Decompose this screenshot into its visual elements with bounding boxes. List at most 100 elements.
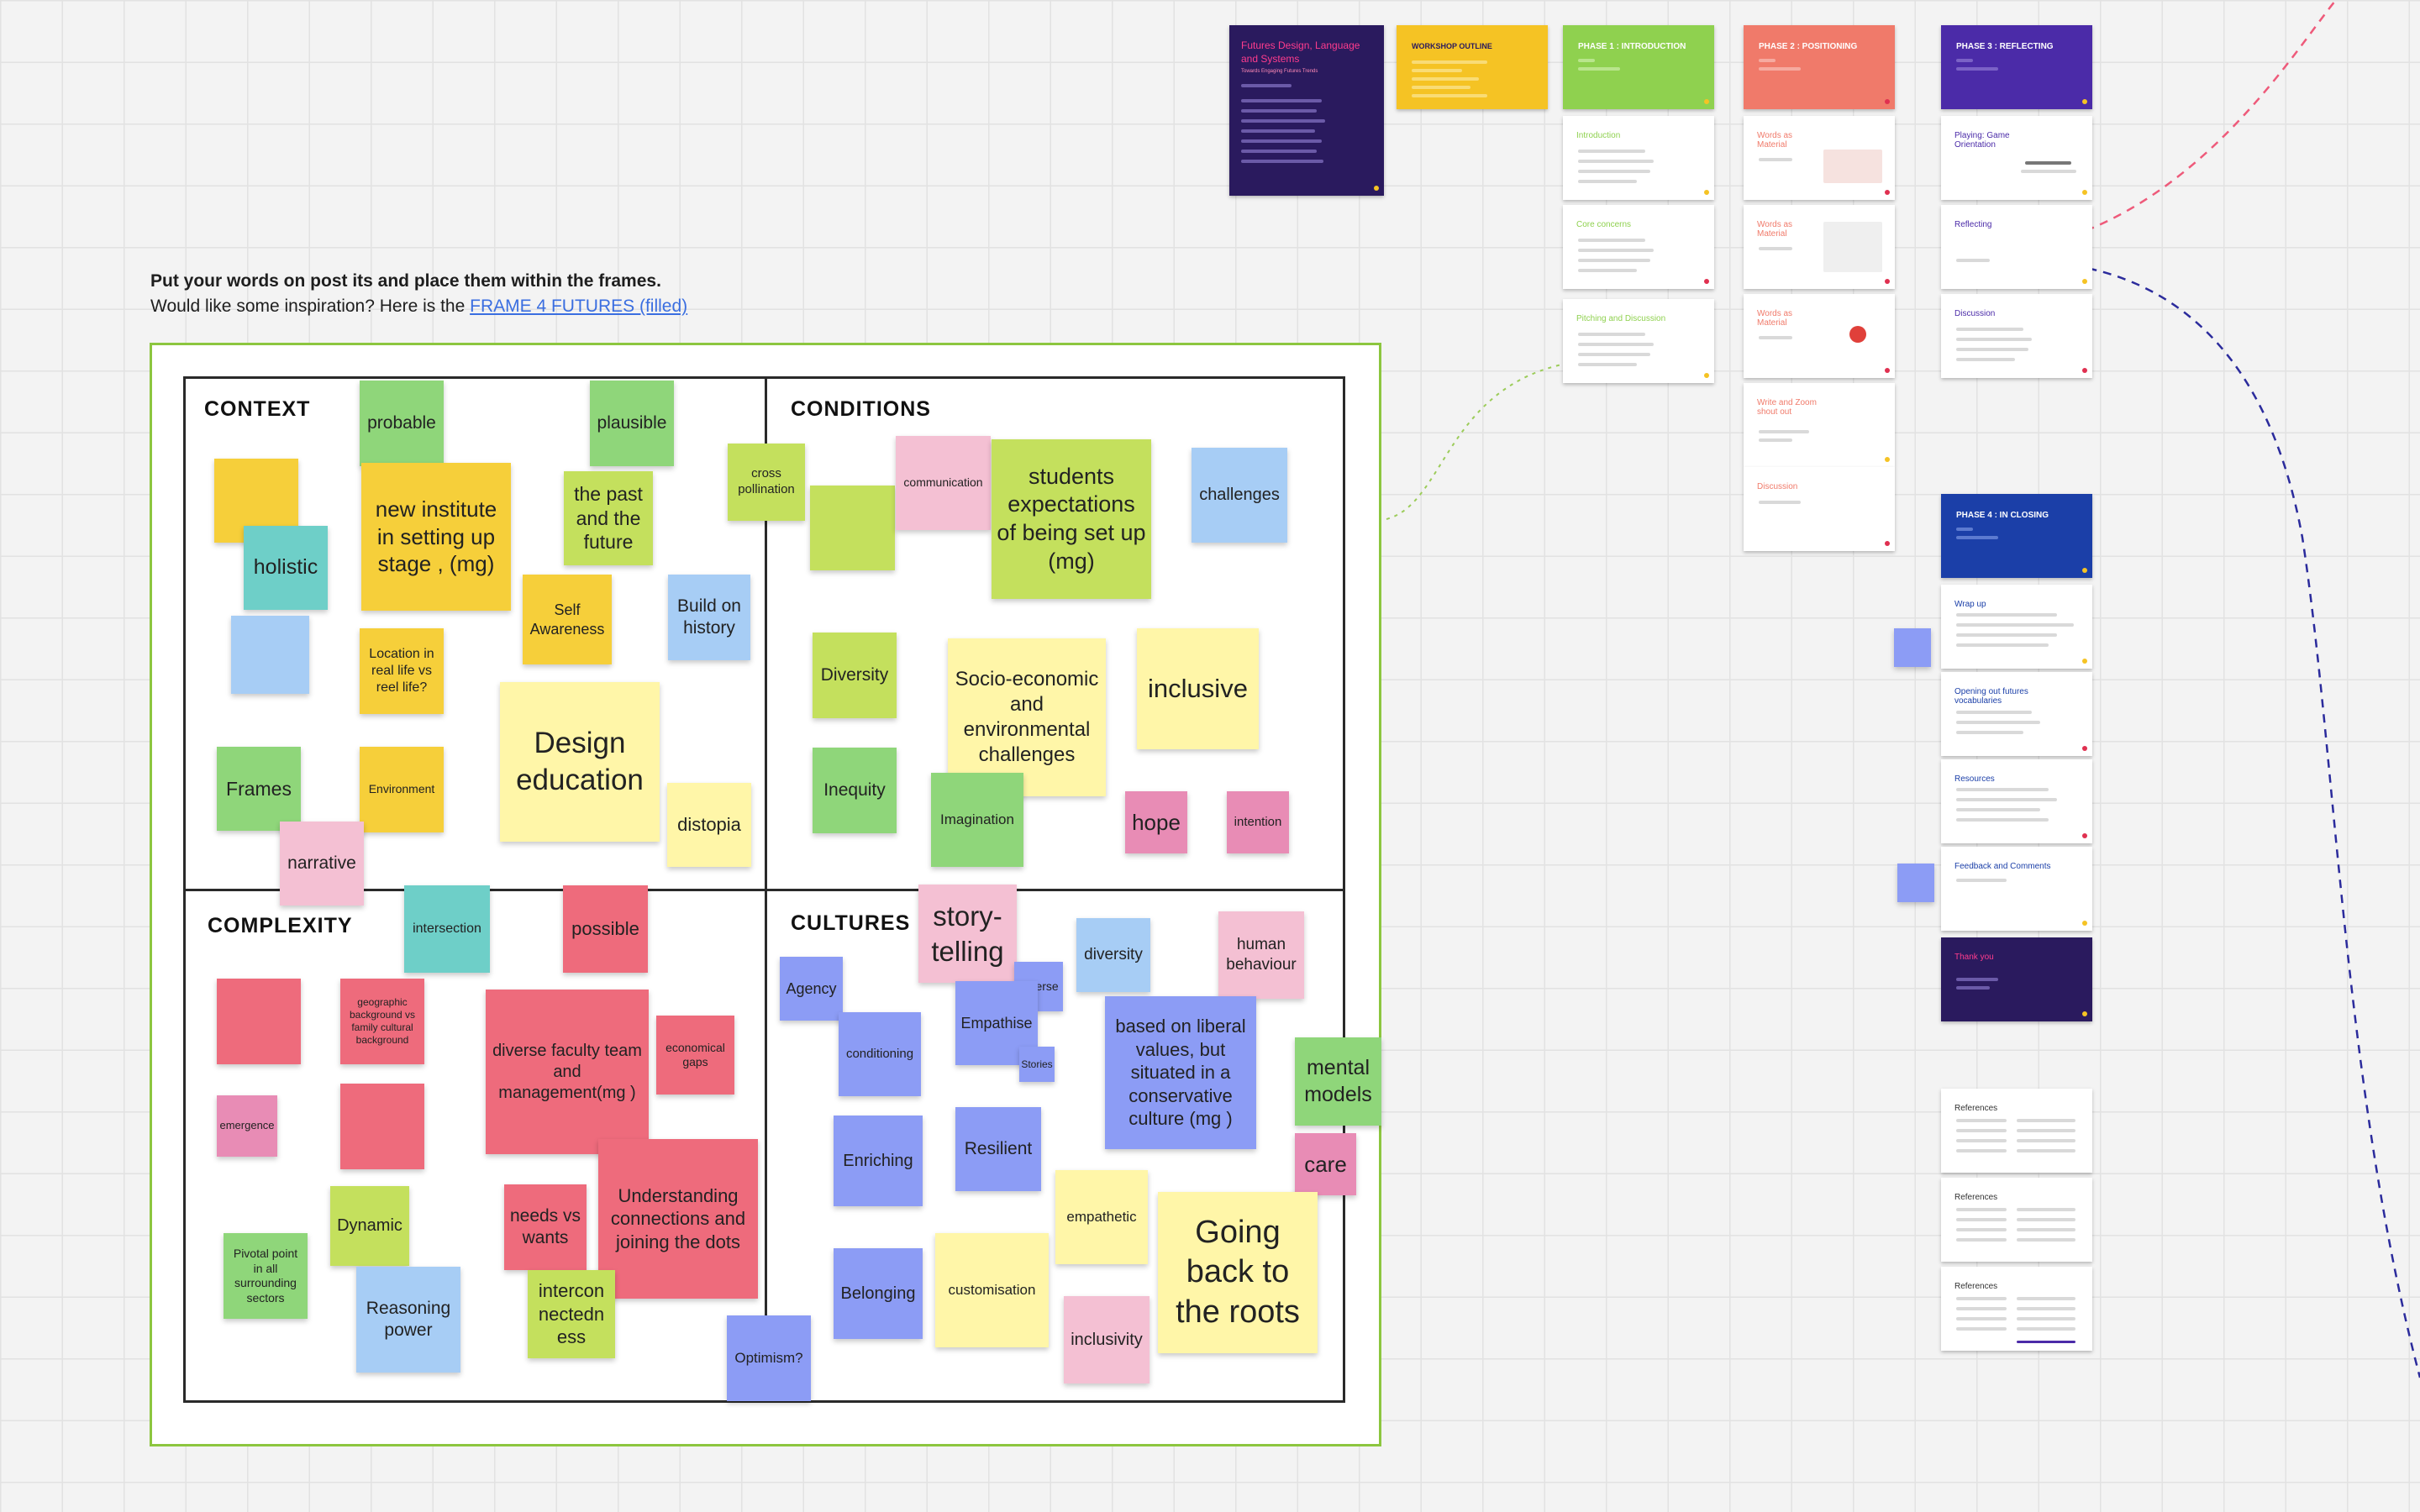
slide-words-as-material[interactable]: Words as Material: [1744, 205, 1895, 289]
sticky-note[interactable]: cross pollination: [728, 444, 805, 521]
slide-phase1-header[interactable]: PHASE 1 : INTRODUCTION: [1563, 25, 1714, 109]
sticky-note[interactable]: human behaviour: [1218, 911, 1304, 999]
sticky-note[interactable]: Optimism?: [727, 1315, 811, 1401]
slide-title: References: [1954, 1282, 1998, 1291]
slide-playing[interactable]: Playing: Game Orientation: [1941, 116, 2092, 200]
sticky-note[interactable]: Design education: [500, 682, 660, 842]
sticky-note[interactable]: Imagination: [931, 773, 1023, 867]
sticky-note[interactable]: Pivotal point in all surrounding sectors: [224, 1233, 308, 1319]
sticky-note[interactable]: new institute in setting up stage , (mg): [361, 463, 511, 611]
sticky-note[interactable]: students expectations of being set up (m…: [992, 439, 1151, 599]
sticky-note[interactable]: Dynamic: [330, 1186, 409, 1266]
sticky-note[interactable]: inclusivity: [1064, 1296, 1150, 1383]
sticky-note[interactable]: diversity: [1076, 918, 1150, 992]
sticky-note[interactable]: needs vs wants: [504, 1184, 587, 1270]
slide-discussion[interactable]: Discussion: [1744, 467, 1895, 551]
quadrant-label-complexity: COMPLEXITY: [208, 914, 353, 937]
sticky-note[interactable]: Reasoning power: [356, 1267, 460, 1373]
sticky-note-blank[interactable]: [340, 1084, 424, 1169]
slide-words-as-material[interactable]: Words as Material: [1744, 116, 1895, 200]
slide-wrap-up[interactable]: Wrap up: [1941, 585, 2092, 669]
connector-reflecting-pink: [1997, 0, 2337, 254]
slide-resources[interactable]: Resources: [1941, 759, 2092, 843]
sticky-note[interactable]: story-telling: [918, 885, 1017, 983]
sticky-note[interactable]: geographic background vs family cultural…: [340, 979, 424, 1064]
sticky-note[interactable]: intention: [1227, 791, 1289, 853]
phase1-header: PHASE 1 : INTRODUCTION: [1578, 42, 1686, 51]
sticky-note-blank[interactable]: [810, 486, 895, 570]
slide-title: Playing: Game Orientation: [1954, 131, 2010, 150]
sticky-note[interactable]: Belonging: [834, 1248, 923, 1339]
sticky-note[interactable]: possible: [563, 885, 648, 973]
sticky-note[interactable]: intersection: [404, 885, 490, 973]
sticky-note[interactable]: Inequity: [813, 748, 897, 833]
sticky-note[interactable]: probable: [360, 381, 444, 466]
sticky-note[interactable]: Location in real life vs reel life?: [360, 628, 444, 714]
slide-title: Resources: [1954, 774, 1995, 784]
sticky-note-blank[interactable]: [231, 616, 309, 694]
sticky-note[interactable]: Enriching: [834, 1116, 923, 1206]
sticky-note[interactable]: Agency: [780, 957, 843, 1021]
slide-title: Discussion: [1954, 309, 1996, 318]
sticky-note-blank[interactable]: [217, 979, 301, 1064]
sticky-note[interactable]: challenges: [1192, 448, 1287, 543]
slide-workshop-outline[interactable]: WORKSHOP OUTLINE: [1397, 25, 1548, 109]
sticky-note[interactable]: mental models: [1295, 1037, 1381, 1126]
sticky-note[interactable]: care: [1295, 1133, 1356, 1195]
sticky-note[interactable]: communication: [896, 436, 991, 530]
sticky-note[interactable]: holistic: [244, 526, 328, 610]
sticky-note[interactable]: empathetic: [1055, 1170, 1148, 1264]
sticky-note[interactable]: Socio-economic and environmental challen…: [948, 638, 1106, 796]
sticky-note[interactable]: Self Awareness: [523, 575, 612, 664]
sticky-note[interactable]: Stories: [1019, 1047, 1055, 1082]
slide-title-card[interactable]: Futures Design, Language and Systems Tow…: [1229, 25, 1384, 196]
connector-reflecting-navy: [1997, 260, 2420, 1378]
sticky-note[interactable]: based on liberal values, but situated in…: [1105, 996, 1256, 1149]
sticky-note[interactable]: diverse faculty team and management(mg ): [486, 990, 649, 1154]
sticky-note[interactable]: Environment: [360, 747, 444, 832]
sticky-note[interactable]: conditioning: [839, 1012, 921, 1096]
sticky-note[interactable]: economical gaps: [656, 1016, 734, 1095]
instructions: Put your words on post its and place the…: [150, 269, 687, 319]
slide-discussion[interactable]: Discussion: [1941, 294, 2092, 378]
sticky-note[interactable]: distopia: [667, 783, 751, 867]
slide-title: Reflecting: [1954, 220, 1992, 229]
slide-reflecting[interactable]: Reflecting: [1941, 205, 2092, 289]
sticky-note[interactable]: Diversity: [813, 633, 897, 718]
sticky-note[interactable]: customisation: [935, 1233, 1049, 1347]
sticky-note[interactable]: the past and the future: [564, 471, 653, 565]
slide-phase2-header[interactable]: PHASE 2 : POSITIONING: [1744, 25, 1895, 109]
sticky-note[interactable]: Frames: [217, 747, 301, 831]
slide-write-zoom[interactable]: Write and Zoom shout out: [1744, 383, 1895, 467]
sticky-note[interactable]: intercon nectedn ess: [528, 1270, 615, 1358]
sticky-note-small[interactable]: [1894, 628, 1931, 667]
slide-references[interactable]: References: [1941, 1267, 2092, 1351]
slide-phase4-header[interactable]: PHASE 4 : IN CLOSING: [1941, 494, 2092, 578]
slide-references[interactable]: References: [1941, 1089, 2092, 1173]
slide-feedback[interactable]: Feedback and Comments: [1941, 847, 2092, 931]
sticky-note[interactable]: Going back to the roots: [1158, 1192, 1318, 1353]
slide-words-as-material[interactable]: Words as Material: [1744, 294, 1895, 378]
sticky-note[interactable]: Build on history: [668, 575, 750, 660]
slide-phase3-header[interactable]: PHASE 3 : REFLECTING: [1941, 25, 2092, 109]
slide-thank-you[interactable]: Thank you: [1941, 937, 2092, 1021]
slide-core-concerns[interactable]: Core concerns: [1563, 205, 1714, 289]
instruction-prefix: Would like some inspiration? Here is the: [150, 297, 471, 316]
sticky-note[interactable]: narrative: [280, 822, 364, 906]
sticky-note[interactable]: Resilient: [955, 1107, 1041, 1191]
sticky-note[interactable]: hope: [1125, 791, 1187, 853]
sticky-note[interactable]: Understanding connections and joining th…: [598, 1139, 758, 1299]
slide-title: Thank you: [1954, 953, 1994, 962]
phase4-header: PHASE 4 : IN CLOSING: [1956, 511, 2049, 520]
slide-opening-out[interactable]: Opening out futures vocabularies: [1941, 672, 2092, 756]
slide-pitching[interactable]: Pitching and Discussion: [1563, 299, 1714, 383]
sticky-note[interactable]: Empathise: [955, 981, 1038, 1065]
slide-introduction[interactable]: Introduction: [1563, 116, 1714, 200]
frame4-futures-link[interactable]: FRAME 4 FUTURES (filled): [470, 297, 688, 316]
sticky-note-small[interactable]: [1897, 864, 1934, 902]
sticky-note[interactable]: inclusive: [1137, 628, 1259, 749]
sticky-note[interactable]: emergence: [217, 1095, 277, 1157]
sticky-note[interactable]: plausible: [590, 381, 674, 466]
slide-references[interactable]: References: [1941, 1178, 2092, 1262]
